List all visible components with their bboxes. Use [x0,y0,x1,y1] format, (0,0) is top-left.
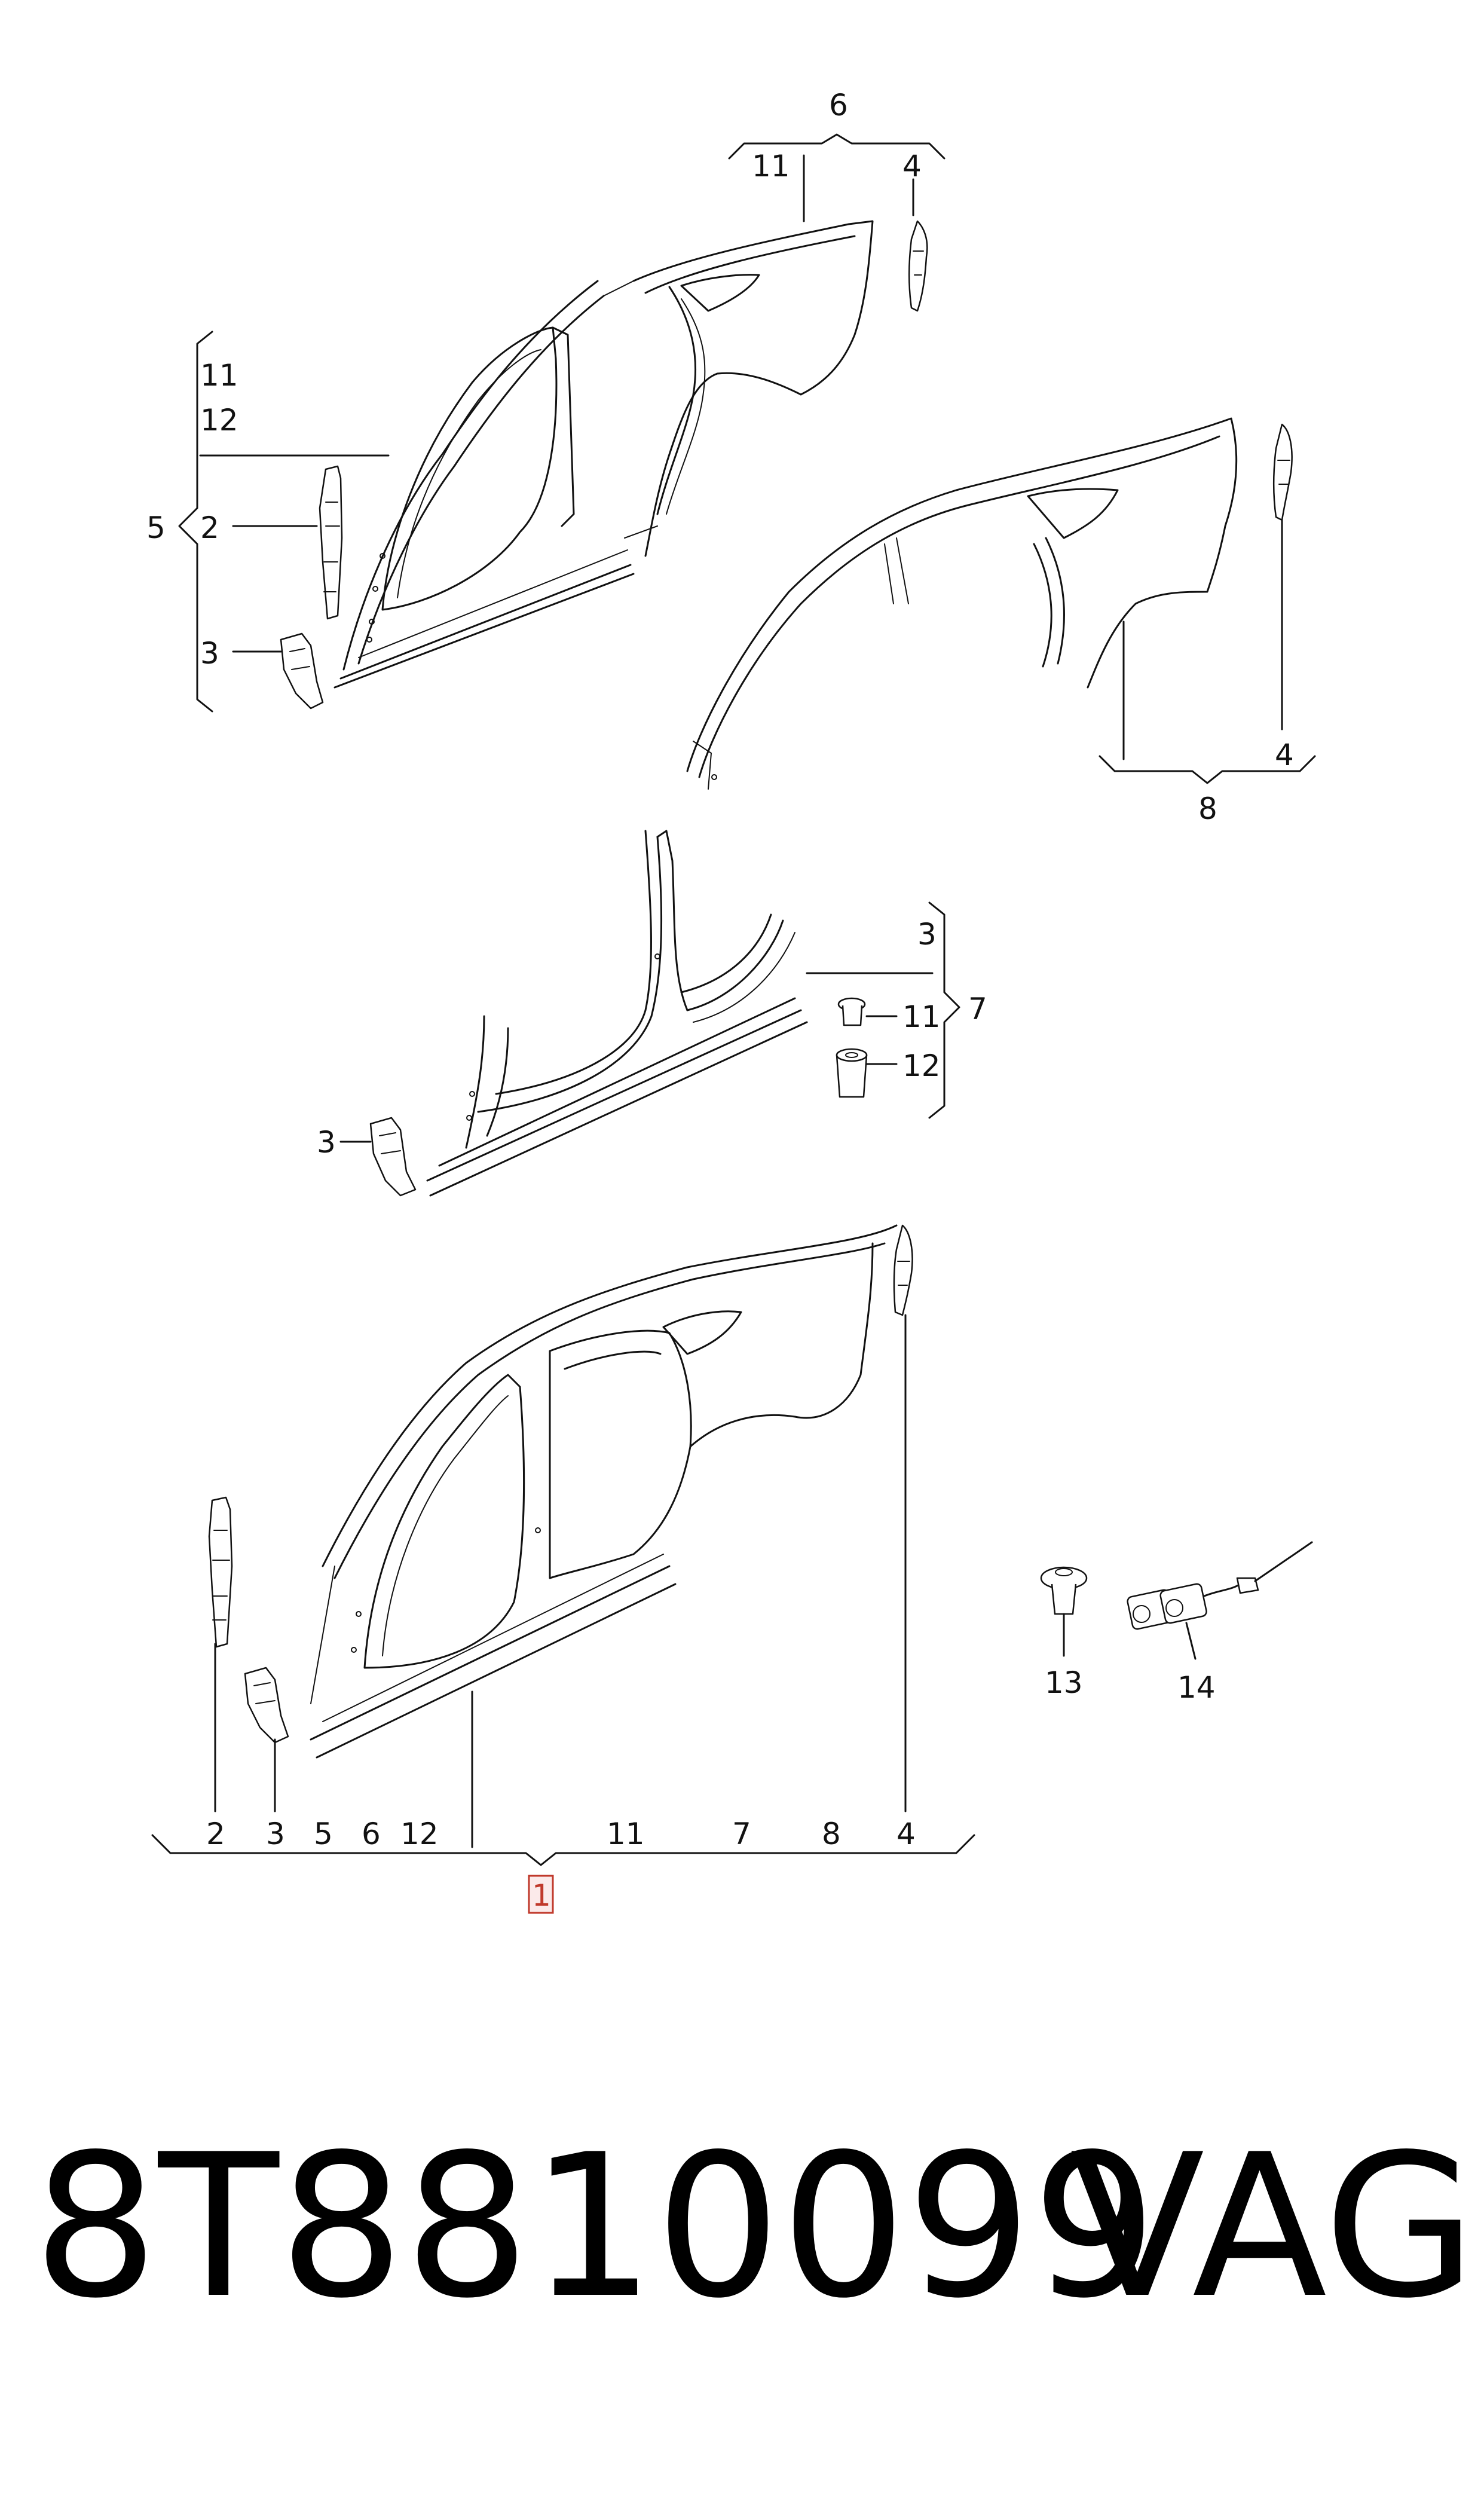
callout-12-right: 12 [902,1048,941,1083]
part-4-lower [893,1224,913,1316]
sill-section-drawing [426,830,808,1197]
part-2-lower [208,1496,233,1648]
part-11-plug [837,997,866,1026]
callout-4-right: 4 [1275,738,1294,772]
callout-11-top: 11 [752,149,790,184]
callout-3-right: 3 [917,917,937,952]
callout-4-bottom: 4 [896,1817,916,1851]
callout-5-left: 5 [146,510,166,545]
callout-11-right: 11 [902,999,941,1034]
callout-12-left: 12 [200,403,238,438]
callout-bracket-7 [806,901,960,1119]
callout-14: 14 [1177,1670,1216,1705]
callout-bracket-6 [728,133,946,222]
callout-5-bottom: 5 [314,1817,333,1851]
callout-4-top: 4 [902,149,922,184]
callout-3-bottom: 3 [266,1817,285,1851]
callout-13: 13 [1045,1665,1083,1700]
callout-3-middle: 3 [317,1125,336,1160]
callout-8-right: 8 [1198,791,1217,826]
part-3-upper [280,632,324,710]
brand-text: VAG [1070,2112,1477,2341]
callout-1: 1 [532,1878,551,1913]
part-4-top [908,220,928,312]
leader-14 [1185,1622,1197,1660]
part-4-right [1273,423,1293,521]
callout-1-highlight-box [528,1875,554,1914]
callout-8-bottom: 8 [822,1817,841,1851]
part-12-rivet-nut [836,1048,868,1098]
callout-bracket-8 [1099,519,1316,784]
callout-2-bottom: 2 [206,1817,225,1851]
callout-12-bottom: 12 [400,1817,439,1851]
rear-quarter-panel-drawing [686,417,1238,790]
part-3-middle [369,1117,417,1197]
callout-6-top: 6 [829,88,848,123]
callout-11-left: 11 [200,358,238,393]
front-side-section-drawing [333,220,874,689]
callout-bracket-5 [178,331,390,713]
part-13-clip [1040,1566,1088,1615]
callout-3-left: 3 [200,636,219,671]
callout-bracket-1 [151,1314,975,1866]
callout-7-right: 7 [968,992,987,1026]
callout-6-bottom: 6 [362,1817,381,1851]
part-14-cable [1127,1541,1313,1630]
callout-7-bottom: 7 [732,1817,751,1851]
callout-2-left: 2 [200,510,219,545]
callout-11-bottom: 11 [607,1817,645,1851]
part-number-text: 8T8810099 [33,2112,1158,2341]
part-2-upper [319,465,343,620]
part-3-lower [244,1667,289,1744]
complete-side-panel-drawing [310,1224,898,1759]
